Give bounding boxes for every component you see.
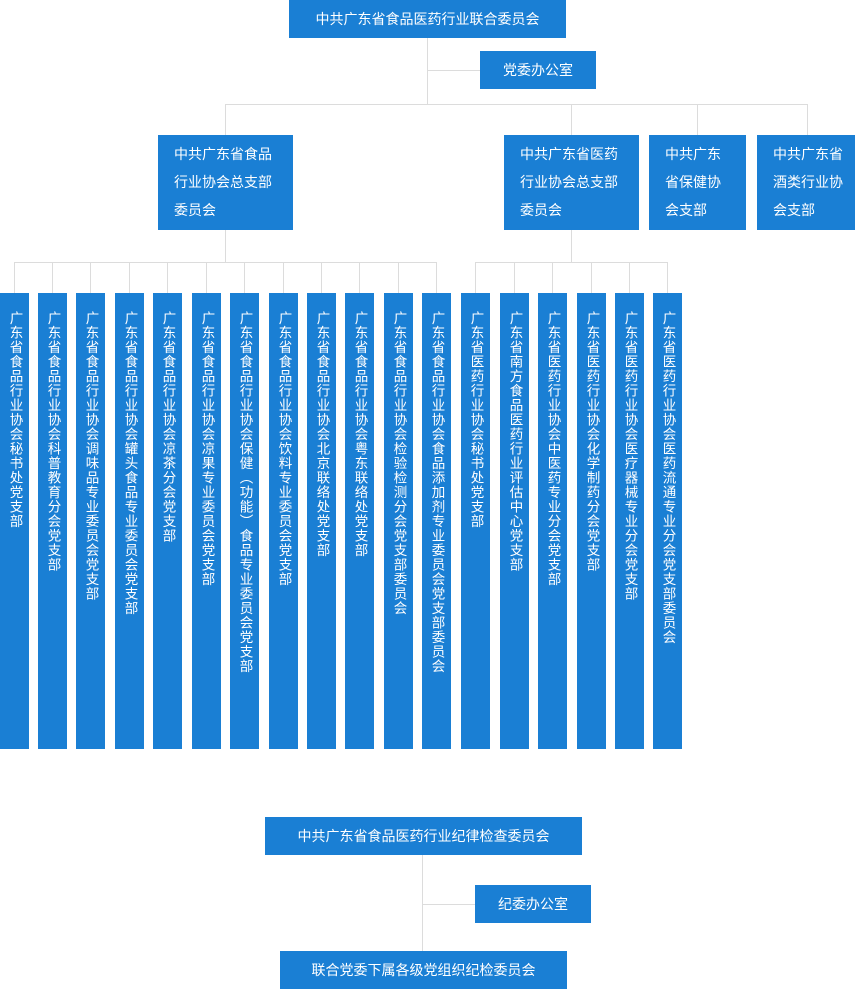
food-sub-branch-label: 广东省食品行业协会凉茶分会党支部 (159, 311, 176, 543)
connector-line (244, 262, 245, 293)
food-sub-branch-label: 广东省食品行业协会保健（功能）食品专业委员会党支部 (236, 311, 253, 674)
medicine-sub-branch-box: 广东省医药行业协会化学制药分会党支部 (577, 293, 606, 749)
connector-line (571, 104, 572, 135)
food-sub-branch-label: 广东省食品行业协会北京联络处党支部 (313, 311, 330, 558)
medicine-sub-branch-label: 广东省医药行业协会中医药专业分会党支部 (544, 311, 561, 587)
connector-line (427, 70, 480, 71)
food-sub-branch-label: 广东省食品行业协会调味品专业委员会党支部 (82, 311, 99, 601)
connector-line (427, 38, 428, 104)
discipline-office-box: 纪委办公室 (475, 885, 591, 923)
connector-line (697, 104, 698, 135)
medicine-sub-branch-box: 广东省南方食品医药行业评估中心党支部 (500, 293, 529, 749)
food-sub-branch-box: 广东省食品行业协会凉果专业委员会党支部 (192, 293, 221, 749)
party-office-box: 党委办公室 (480, 51, 596, 89)
food-sub-branch-box: 广东省食品行业协会北京联络处党支部 (307, 293, 336, 749)
connector-line (129, 262, 130, 293)
food-sub-branch-label: 广东省食品行业协会食品添加剂专业委员会党支部委员会 (428, 311, 445, 674)
connector-line (283, 262, 284, 293)
food-sub-branch-box: 广东省食品行业协会科普教育分会党支部 (38, 293, 67, 749)
medicine-sub-branch-label: 广东省医药行业协会化学制药分会党支部 (583, 311, 600, 572)
connector-line (14, 262, 437, 263)
connector-line (514, 262, 515, 293)
connector-line (807, 104, 808, 135)
connector-line (667, 262, 668, 293)
food-sub-branch-label: 广东省食品行业协会检验检测分会党支部委员会 (390, 311, 407, 616)
food-sub-branch-box: 广东省食品行业协会食品添加剂专业委员会党支部委员会 (422, 293, 451, 749)
medicine-sub-branch-label: 广东省医药行业协会医药流通专业分会党支部委员会 (659, 311, 676, 645)
medicine-sub-branch-label: 广东省南方食品医药行业评估中心党支部 (506, 311, 523, 572)
medicine-sub-branch-label: 广东省医药行业协会医疗器械专业分会党支部 (621, 311, 638, 601)
food-sub-branch-box: 广东省食品行业协会饮料专业委员会党支部 (269, 293, 298, 749)
food-sub-branch-box: 广东省食品行业协会检验检测分会党支部委员会 (384, 293, 413, 749)
food-sub-branch-box: 广东省食品行业协会罐头食品专业委员会党支部 (115, 293, 144, 749)
connector-line (398, 262, 399, 293)
medicine-sub-branch-box: 广东省医药行业协会医疗器械专业分会党支部 (615, 293, 644, 749)
food-association-general-branch: 中共广东省食品 行业协会总支部 委员会 (158, 135, 293, 230)
party-committee-title: 中共广东省食品医药行业联合委员会 (289, 0, 566, 38)
medicine-sub-branch-box: 广东省医药行业协会秘书处党支部 (461, 293, 490, 749)
subordinate-discipline-committees-box: 联合党委下属各级党组织纪检委员会 (280, 951, 567, 989)
connector-line (422, 855, 423, 951)
food-sub-branch-label: 广东省食品行业协会凉果专业委员会党支部 (198, 311, 215, 587)
medicine-sub-branch-box: 广东省医药行业协会医药流通专业分会党支部委员会 (653, 293, 682, 749)
connector-line (225, 104, 808, 105)
connector-line (591, 262, 592, 293)
connector-line (552, 262, 553, 293)
connector-line (14, 262, 15, 293)
medicine-sub-branch-box: 广东省医药行业协会中医药专业分会党支部 (538, 293, 567, 749)
connector-line (629, 262, 630, 293)
food-sub-branch-label: 广东省食品行业协会罐头食品专业委员会党支部 (121, 311, 138, 616)
connector-line (167, 262, 168, 293)
medicine-sub-branch-label: 广东省医药行业协会秘书处党支部 (467, 311, 484, 529)
liquor-association-branch: 中共广东省 酒类行业协 会支部 (757, 135, 855, 230)
food-sub-branch-box: 广东省食品行业协会调味品专业委员会党支部 (76, 293, 105, 749)
connector-line (90, 262, 91, 293)
medicine-association-general-branch: 中共广东省医药 行业协会总支部 委员会 (504, 135, 639, 230)
food-sub-branch-label: 广东省食品行业协会秘书处党支部 (6, 311, 23, 529)
connector-line (436, 262, 437, 293)
connector-line (475, 262, 668, 263)
connector-line (475, 262, 476, 293)
connector-line (571, 230, 572, 262)
connector-line (225, 230, 226, 262)
connector-line (422, 904, 475, 905)
discipline-committee-title: 中共广东省食品医药行业纪律检查委员会 (265, 817, 582, 855)
food-sub-branch-label: 广东省食品行业协会粤东联络处党支部 (351, 311, 368, 558)
health-care-association-branch: 中共广东 省保健协 会支部 (649, 135, 746, 230)
food-sub-branch-box: 广东省食品行业协会秘书处党支部 (0, 293, 29, 749)
connector-line (321, 262, 322, 293)
food-sub-branch-label: 广东省食品行业协会科普教育分会党支部 (44, 311, 61, 572)
food-sub-branch-box: 广东省食品行业协会凉茶分会党支部 (153, 293, 182, 749)
food-sub-branch-box: 广东省食品行业协会保健（功能）食品专业委员会党支部 (230, 293, 259, 749)
food-sub-branch-box: 广东省食品行业协会粤东联络处党支部 (345, 293, 374, 749)
connector-line (225, 104, 226, 135)
connector-line (206, 262, 207, 293)
connector-line (359, 262, 360, 293)
food-sub-branch-label: 广东省食品行业协会饮料专业委员会党支部 (275, 311, 292, 587)
connector-line (52, 262, 53, 293)
